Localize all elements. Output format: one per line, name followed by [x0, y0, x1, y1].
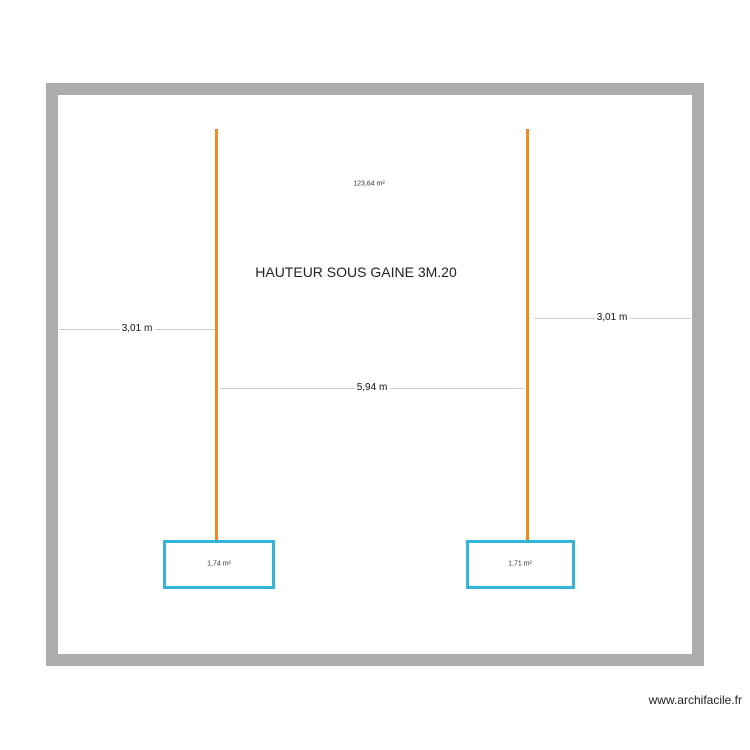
watermark-text: www.archifacile.fr — [648, 693, 742, 707]
box-right-area: 1,71 m² — [508, 560, 532, 568]
ceiling-height-note: HAUTEUR SOUS GAINE 3M.20 — [255, 264, 457, 280]
box-left-area: 1,74 m² — [207, 560, 231, 568]
dimension-label-right: 3,01 m — [594, 312, 630, 324]
pole-right[interactable] — [526, 129, 529, 541]
pole-left[interactable] — [215, 129, 218, 541]
room-area-label: 123,64 m² — [353, 180, 385, 188]
dimension-label-left: 3,01 m — [119, 323, 155, 335]
dimension-label-middle: 5,94 m — [354, 382, 390, 394]
box-left[interactable] — [163, 540, 275, 589]
box-right[interactable] — [466, 540, 575, 589]
room-outline[interactable] — [46, 83, 704, 666]
